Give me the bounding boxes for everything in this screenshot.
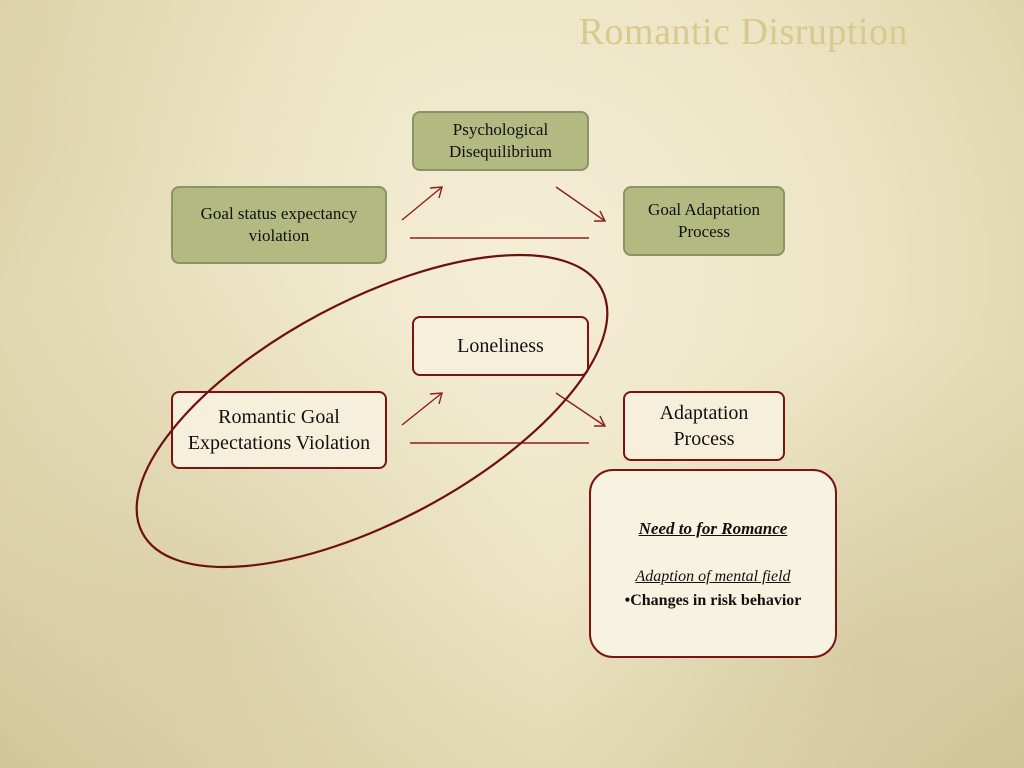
- adaptation-process-label: Adaptation Process: [659, 402, 749, 450]
- goal-status-box: Goal status expectancy violation: [171, 186, 387, 264]
- callout-heading: Need to for Romance: [638, 519, 788, 538]
- top-arrow-down-head: [594, 210, 607, 222]
- bottom-arrow-down-head: [594, 415, 607, 427]
- bottom-arrow-up-head: [429, 392, 443, 405]
- slide-title: Romantic Disruption: [578, 11, 908, 53]
- callout-subheading: Adaption of mental field: [635, 568, 791, 585]
- bottom-arrow-down: [555, 392, 606, 427]
- romantic-goal-label: Romantic Goal Expectations Violation: [187, 406, 371, 454]
- romance-callout: Need to for Romance Adaption of mental f…: [589, 469, 837, 658]
- adaptation-process-box: Adaptation Process: [623, 391, 785, 461]
- psychological-disequilibrium-label: Psychological Disequilibrium: [449, 119, 552, 161]
- loneliness-label: Loneliness: [457, 335, 544, 357]
- goal-status-label: Goal status expectancy violation: [200, 203, 358, 245]
- psychological-disequilibrium-box: Psychological Disequilibrium: [412, 111, 589, 171]
- loneliness-box: Loneliness: [412, 316, 589, 376]
- callout-bullet: •Changes in risk behavior: [624, 592, 802, 609]
- goal-adaptation-box: Goal Adaptation Process: [623, 186, 785, 256]
- top-arrow-down: [555, 186, 606, 222]
- romantic-goal-box: Romantic Goal Expectations Violation: [171, 391, 387, 469]
- top-arrow-up-head: [429, 186, 443, 199]
- top-arrow-up: [401, 186, 443, 221]
- goal-adaptation-label: Goal Adaptation Process: [648, 199, 760, 241]
- bottom-arrow-up: [401, 392, 443, 426]
